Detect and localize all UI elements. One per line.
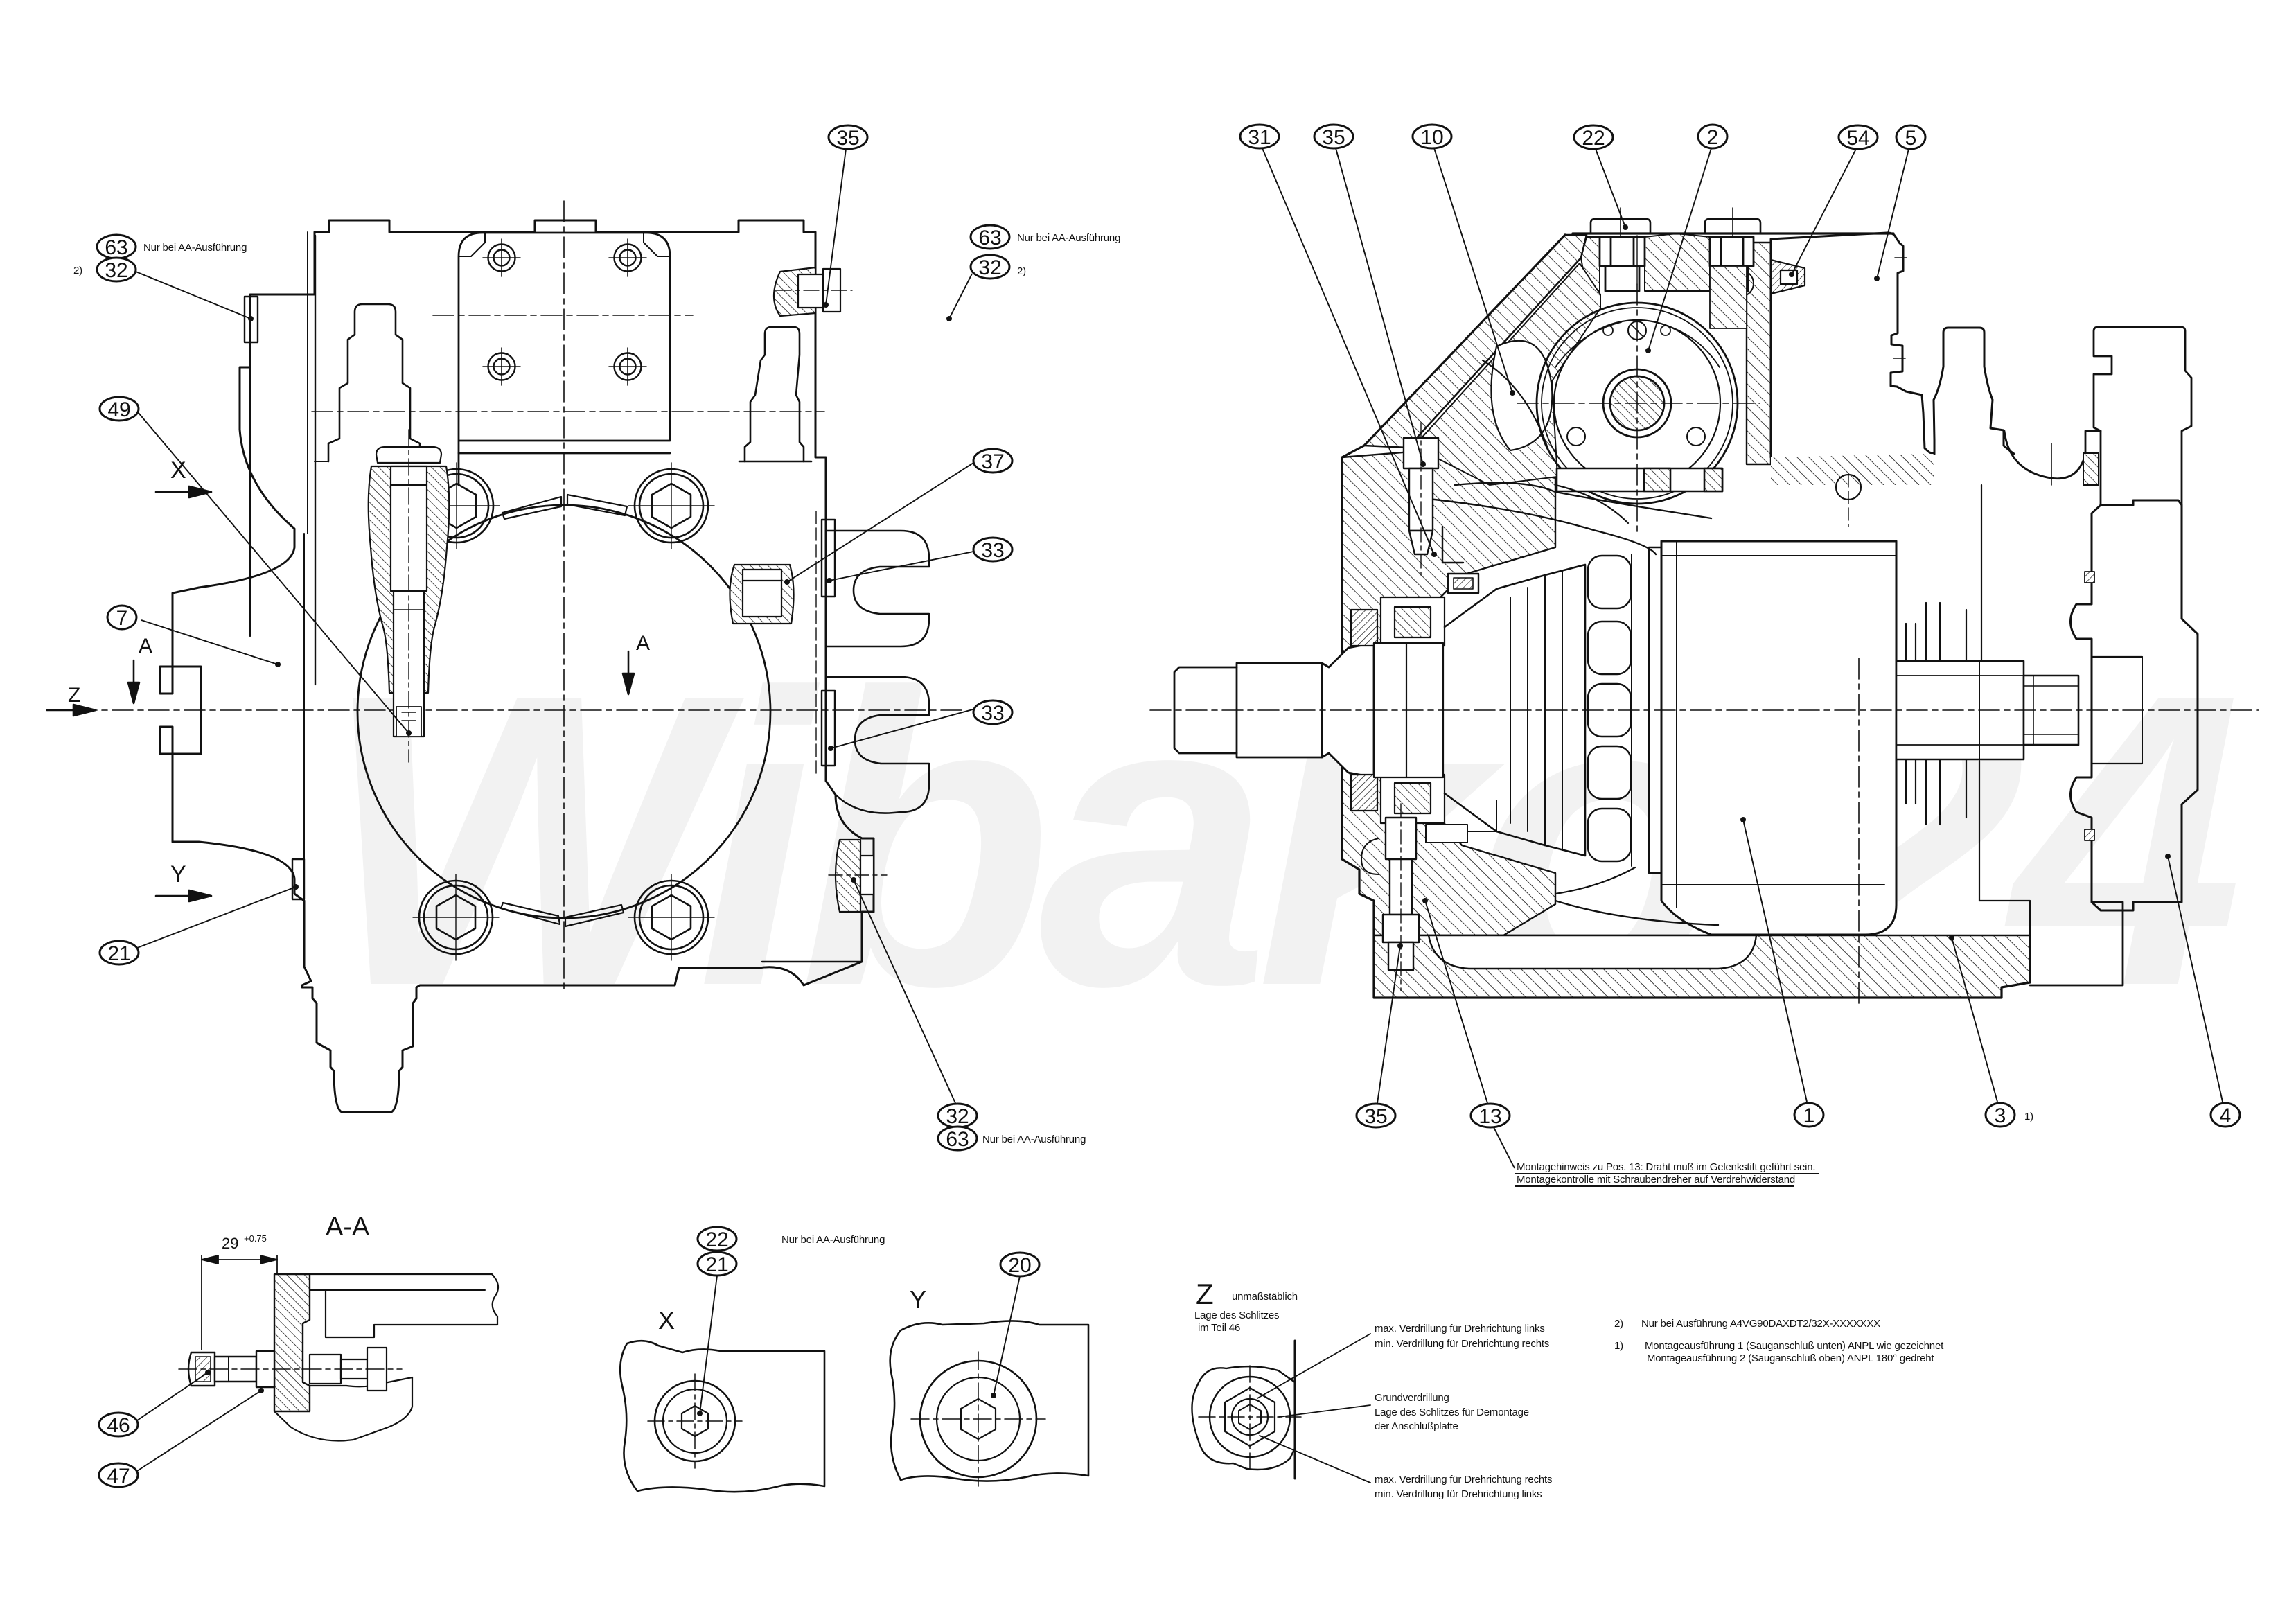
svg-text:4: 4 bbox=[2220, 1104, 2232, 1127]
svg-text:Lage des Schlitzes: Lage des Schlitzes bbox=[1194, 1310, 1279, 1321]
svg-text:33: 33 bbox=[981, 539, 1004, 562]
svg-text:20: 20 bbox=[1008, 1254, 1031, 1277]
svg-text:Z: Z bbox=[1196, 1278, 1214, 1310]
svg-text:29: 29 bbox=[222, 1235, 238, 1252]
svg-text:Y: Y bbox=[170, 861, 186, 888]
svg-text:unmaßstäblich: unmaßstäblich bbox=[1232, 1291, 1298, 1303]
svg-text:A: A bbox=[139, 635, 152, 658]
svg-text:X: X bbox=[170, 457, 186, 484]
svg-text:21: 21 bbox=[705, 1253, 728, 1276]
svg-text:63: 63 bbox=[946, 1128, 969, 1151]
svg-text:Montagehinweis zu Pos. 13: Dra: Montagehinweis zu Pos. 13: Draht muß im … bbox=[1517, 1161, 1815, 1173]
svg-text:37: 37 bbox=[981, 450, 1004, 473]
svg-text:35: 35 bbox=[1322, 126, 1345, 149]
svg-text:im Teil 46: im Teil 46 bbox=[1198, 1322, 1240, 1334]
svg-text:der Anschlußplatte: der Anschlußplatte bbox=[1375, 1420, 1458, 1432]
svg-text:10: 10 bbox=[1420, 126, 1443, 149]
svg-text:2: 2 bbox=[1707, 126, 1719, 149]
svg-text:min. Verdrillung für Drehricht: min. Verdrillung für Drehrichtung links bbox=[1375, 1488, 1542, 1500]
svg-text:max. Verdrillung für Drehricht: max. Verdrillung für Drehrichtung rechts bbox=[1375, 1474, 1552, 1486]
svg-text:1): 1) bbox=[1614, 1340, 1623, 1352]
svg-text:max. Verdrillung für Drehricht: max. Verdrillung für Drehrichtung links bbox=[1375, 1323, 1545, 1334]
svg-text:Montageausführung 2 (Saugansch: Montageausführung 2 (Sauganschluß oben) … bbox=[1647, 1352, 1934, 1364]
svg-text:33: 33 bbox=[981, 702, 1004, 725]
svg-text:63: 63 bbox=[105, 236, 127, 259]
svg-text:2): 2) bbox=[1017, 265, 1026, 277]
svg-text:Nur bei AA-Ausführung: Nur bei AA-Ausführung bbox=[982, 1134, 1086, 1145]
svg-text:Nur bei AA-Ausführung: Nur bei AA-Ausführung bbox=[1017, 232, 1120, 244]
svg-text:54: 54 bbox=[1846, 127, 1869, 150]
svg-text:3: 3 bbox=[1995, 1104, 2006, 1127]
svg-text:35: 35 bbox=[1364, 1105, 1387, 1128]
svg-text:22: 22 bbox=[705, 1228, 728, 1251]
svg-text:2): 2) bbox=[1614, 1318, 1623, 1330]
svg-text:32: 32 bbox=[946, 1105, 969, 1128]
svg-text:Z: Z bbox=[68, 684, 80, 707]
svg-text:22: 22 bbox=[1582, 127, 1605, 150]
svg-text:2): 2) bbox=[73, 265, 82, 276]
svg-text:Nur bei AA-Ausführung: Nur bei AA-Ausführung bbox=[781, 1234, 885, 1246]
svg-text:A-A: A-A bbox=[326, 1213, 370, 1242]
svg-text:Lage des Schlitzes für Demonta: Lage des Schlitzes für Demontage bbox=[1375, 1407, 1529, 1418]
svg-text:7: 7 bbox=[116, 607, 128, 630]
svg-text:47: 47 bbox=[107, 1465, 130, 1488]
svg-text:A: A bbox=[636, 632, 650, 655]
svg-text:Nur bei AA-Ausführung: Nur bei AA-Ausführung bbox=[143, 242, 247, 254]
svg-text:1): 1) bbox=[2024, 1111, 2033, 1122]
svg-text:Nur bei Ausführung A4VG90DAXDT: Nur bei Ausführung A4VG90DAXDT2/32X-XXXX… bbox=[1641, 1318, 1880, 1330]
svg-text:35: 35 bbox=[836, 127, 859, 150]
svg-text:13: 13 bbox=[1478, 1105, 1501, 1128]
svg-text:X: X bbox=[658, 1306, 675, 1334]
svg-text:32: 32 bbox=[978, 256, 1001, 279]
svg-text:46: 46 bbox=[107, 1414, 130, 1437]
svg-text:32: 32 bbox=[105, 259, 127, 282]
svg-text:Y: Y bbox=[910, 1285, 926, 1314]
svg-text:min. Verdrillung für Drehricht: min. Verdrillung für Drehrichtung rechts bbox=[1375, 1338, 1549, 1350]
svg-text:Montageausführung 1 (Saugansch: Montageausführung 1 (Sauganschluß unten)… bbox=[1645, 1340, 1944, 1352]
svg-text:31: 31 bbox=[1248, 126, 1271, 149]
svg-text:Montagekontrolle mit Schrauben: Montagekontrolle mit Schraubendreher auf… bbox=[1517, 1174, 1795, 1185]
svg-text:5: 5 bbox=[1905, 127, 1917, 150]
svg-text:+0.75: +0.75 bbox=[244, 1233, 267, 1244]
svg-text:63: 63 bbox=[978, 227, 1001, 249]
svg-text:Grundverdrillung: Grundverdrillung bbox=[1375, 1392, 1449, 1404]
svg-text:1: 1 bbox=[1803, 1104, 1815, 1127]
svg-text:21: 21 bbox=[107, 942, 130, 965]
svg-text:49: 49 bbox=[107, 398, 130, 421]
